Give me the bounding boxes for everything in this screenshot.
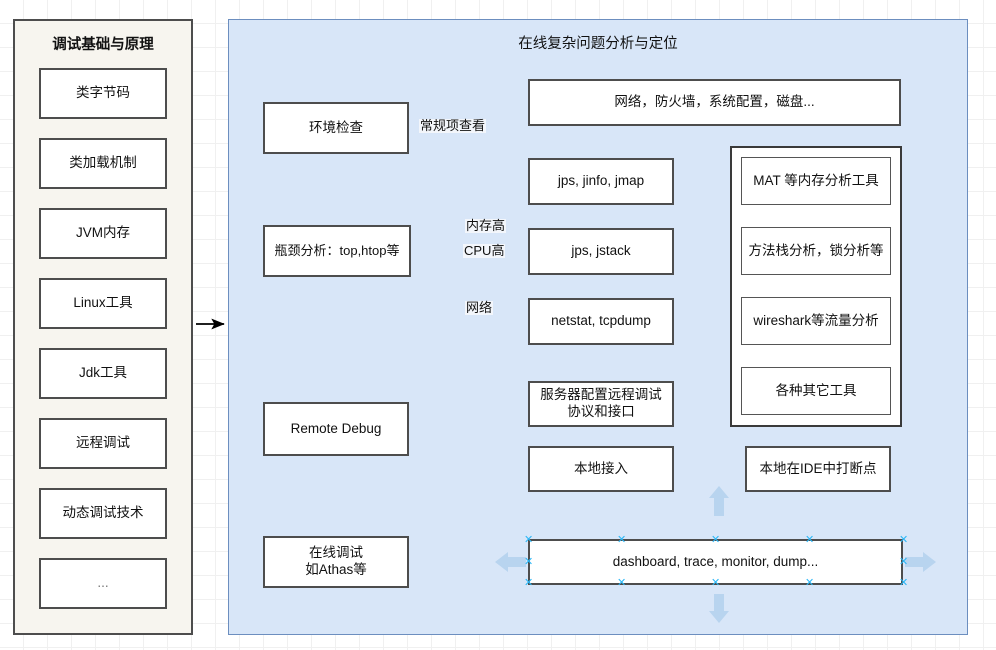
- node-network-tools[interactable]: netstat, tcpdump: [528, 298, 674, 345]
- sidebar-item-bytecode[interactable]: 类字节码: [39, 68, 167, 119]
- sidebar-item-label: JVM内存: [76, 225, 130, 241]
- selection-handle-top-center[interactable]: ✕: [711, 533, 721, 546]
- node-label: 服务器配置远程调试 协议和接口: [540, 387, 662, 419]
- node-arthas-commands[interactable]: dashboard, trace, monitor, dump...: [528, 539, 903, 585]
- node-env-result[interactable]: 网络，防火墙，系统配置，磁盘...: [528, 79, 901, 126]
- node-label: wireshark等流量分析: [753, 312, 879, 328]
- node-label: 环境检查: [309, 119, 363, 135]
- sidebar-item-jdk-tools[interactable]: Jdk工具: [39, 348, 167, 399]
- sidebar-item-label: 类加载机制: [69, 155, 137, 171]
- edge-label-routine-check: 常规项查看: [419, 118, 487, 134]
- node-label: Remote Debug: [290, 420, 382, 436]
- sidebar-title: 调试基础与原理: [52, 37, 154, 53]
- edge-label-memory-high: 内存高: [465, 218, 507, 234]
- node-local-attach[interactable]: 本地接入: [528, 446, 674, 492]
- node-label: 本地接入: [574, 460, 628, 476]
- node-label: jps, jinfo, jmap: [557, 173, 645, 189]
- node-cpu-tools[interactable]: jps, jstack: [528, 228, 674, 275]
- selection-handle-bottom-center[interactable]: ✕: [711, 576, 721, 589]
- main-panel-title: 在线复杂问题分析与定位: [518, 36, 678, 52]
- selection-handle-middle-right[interactable]: ✕: [899, 555, 909, 568]
- selection-handle-bottom-right[interactable]: ✕: [899, 576, 909, 589]
- selection-handle-bottom-left[interactable]: ✕: [524, 576, 534, 589]
- selection-handle-top-midright[interactable]: ✕: [805, 533, 815, 546]
- selection-handle-top-midleft[interactable]: ✕: [617, 533, 627, 546]
- node-label: jps, jstack: [571, 243, 631, 259]
- sidebar-item-jvm-memory[interactable]: JVM内存: [39, 208, 167, 259]
- node-server-remote-debug-config[interactable]: 服务器配置远程调试 协议和接口: [528, 381, 674, 427]
- edge-label-cpu-high: CPU高: [463, 243, 506, 259]
- sidebar-item-remote-debug[interactable]: 远程调试: [39, 418, 167, 469]
- node-wireshark-traffic-analysis[interactable]: wireshark等流量分析: [741, 297, 891, 345]
- node-label: 在线调试 如Athas等: [305, 545, 367, 577]
- edge-label-network: 网络: [465, 300, 494, 316]
- node-memory-tools[interactable]: jps, jinfo, jmap: [528, 158, 674, 205]
- node-env-check[interactable]: 环境检查: [263, 102, 409, 154]
- node-other-tools[interactable]: 各种其它工具: [741, 367, 891, 415]
- sidebar-item-label: 动态调试技术: [62, 505, 144, 521]
- node-label: dashboard, trace, monitor, dump...: [612, 553, 819, 569]
- selection-handle-top-right[interactable]: ✕: [899, 533, 909, 546]
- node-label: MAT 等内存分析工具: [753, 172, 879, 188]
- sidebar-item-dynamic-debug[interactable]: 动态调试技术: [39, 488, 167, 539]
- node-stack-lock-analysis[interactable]: 方法栈分析，锁分析等: [741, 227, 891, 275]
- node-local-ide-breakpoint[interactable]: 本地在IDE中打断点: [745, 446, 891, 492]
- node-label: 方法栈分析，锁分析等: [748, 242, 884, 258]
- selection-handle-top-left[interactable]: ✕: [524, 533, 534, 546]
- selection-handle-middle-left[interactable]: ✕: [524, 555, 534, 568]
- node-mat-memory-tools[interactable]: MAT 等内存分析工具: [741, 157, 891, 205]
- sidebar-item-label: ...: [97, 575, 109, 591]
- node-remote-debug[interactable]: Remote Debug: [263, 402, 409, 456]
- node-label: 网络，防火墙，系统配置，磁盘...: [614, 94, 815, 110]
- node-label: 瓶颈分析：top,htop等: [274, 242, 400, 258]
- sidebar-item-label: Jdk工具: [78, 365, 127, 381]
- sidebar-item-label: Linux工具: [73, 295, 133, 311]
- selection-handle-bottom-midleft[interactable]: ✕: [617, 576, 627, 589]
- sidebar-item-linux-tools[interactable]: Linux工具: [39, 278, 167, 329]
- node-label: 各种其它工具: [775, 382, 857, 398]
- node-bottleneck-analysis[interactable]: 瓶颈分析：top,htop等: [263, 225, 411, 277]
- selection-handle-bottom-midright[interactable]: ✕: [805, 576, 815, 589]
- sidebar-item-label: 远程调试: [76, 435, 130, 451]
- sidebar-item-label: 类字节码: [76, 85, 130, 101]
- sidebar-item-more[interactable]: ...: [39, 558, 167, 609]
- node-label: netstat, tcpdump: [551, 313, 651, 329]
- sidebar-item-classloading[interactable]: 类加载机制: [39, 138, 167, 189]
- node-label: 本地在IDE中打断点: [759, 460, 877, 476]
- node-online-debug[interactable]: 在线调试 如Athas等: [263, 536, 409, 588]
